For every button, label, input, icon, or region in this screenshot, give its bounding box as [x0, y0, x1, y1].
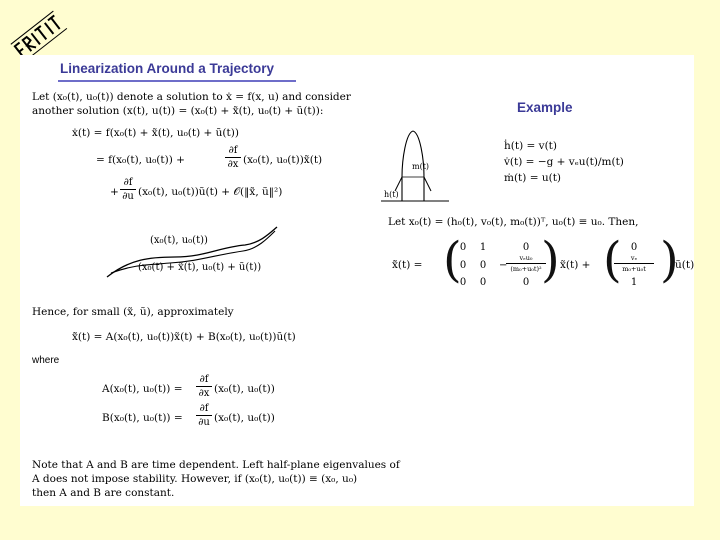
- example-eq-2: v̇(t) = −g + vₑu(t)/m(t): [504, 156, 624, 168]
- B-vector-cell: 1: [630, 277, 638, 288]
- rocket-mass-label: m(t): [412, 162, 430, 171]
- slide-panel: Linearization Around a Trajectory Let (x…: [20, 55, 694, 506]
- A-matrix-cell: 0: [479, 260, 487, 271]
- expansion-eq-2-right: (x₀(t), u₀(t))x̃(t): [243, 154, 323, 166]
- A-matrix-cell: 0: [522, 277, 530, 288]
- title-underline: [58, 80, 296, 82]
- A-matrix-cell: 0: [459, 260, 467, 271]
- A-matrix-fraction: vₑu₀ (m₀+u₀t)²: [506, 254, 546, 273]
- fraction-numerator: vₑ: [630, 254, 638, 262]
- trajectory-label-perturbed: (x₀(t) + x̃(t), u₀(t) + ũ(t)): [138, 262, 262, 273]
- expansion-eq-1: ẋ(t) = f(x₀(t) + x̃(t), u₀(t) + ũ(t)): [72, 127, 239, 139]
- fraction-denominator: ∂u: [198, 417, 210, 428]
- expansion-eq-3-right: (x₀(t), u₀(t))ũ(t) + 𝒪(‖x̃, ũ‖²): [138, 186, 283, 198]
- A-definition-right: (x₀(t), u₀(t)): [214, 383, 275, 395]
- fraction-numerator: ∂f: [199, 403, 209, 414]
- matrix-right-paren: ): [541, 232, 560, 288]
- university-logo: [10, 10, 68, 62]
- B-definition-fraction: ∂f ∂u: [196, 403, 212, 428]
- example-let-text: Let x₀(t) = (h₀(t), v₀(t), m₀(t))ᵀ, u₀(t…: [388, 216, 639, 228]
- fraction-numerator: ∂f: [228, 145, 238, 156]
- example-lhs: x̃̇(t) =: [392, 259, 423, 271]
- slide-title: Linearization Around a Trajectory: [60, 61, 275, 76]
- fraction-denominator: ∂u: [122, 191, 134, 202]
- example-eq-1: ḣ(t) = v(t): [504, 140, 557, 152]
- example-rhs: ũ(t): [675, 259, 695, 271]
- example-eq-3: ṁ(t) = u(t): [504, 172, 562, 184]
- expansion-eq-2-fraction: ∂f ∂x: [225, 145, 241, 170]
- ground-line: [395, 200, 435, 202]
- hence-text: Hence, for small (x̃, ũ), approximately: [32, 306, 234, 318]
- note-line-3: then A and B are constant.: [32, 487, 175, 499]
- fraction-denominator: ∂x: [227, 159, 239, 170]
- A-matrix-cell: 0: [479, 277, 487, 288]
- intro-line-2: another solution (x(t), u(t)) = (x₀(t) +…: [32, 105, 324, 117]
- B-definition-left: B(x₀(t), u₀(t)) =: [102, 412, 183, 424]
- expansion-eq-3-left: +: [110, 186, 119, 198]
- matrix-left-paren: (: [443, 232, 462, 288]
- vector-left-paren: (: [603, 232, 622, 288]
- A-matrix-minus-sign: −: [499, 260, 508, 271]
- where-text: where: [32, 355, 60, 366]
- trajectory-sketch: [106, 226, 278, 278]
- note-line-2: A does not impose stability. However, if…: [32, 473, 358, 485]
- fraction-denominator: m₀+u₀t: [622, 265, 646, 273]
- intro-line-1: Let (x₀(t), u₀(t)) denote a solution to …: [32, 91, 351, 103]
- example-middle-term: x̃(t) +: [560, 259, 591, 271]
- A-matrix-cell: 1: [479, 242, 487, 253]
- expansion-eq-3-fraction: ∂f ∂u: [120, 177, 136, 202]
- B-vector-fraction: vₑ m₀+u₀t: [614, 254, 654, 273]
- expansion-eq-2-left: = f(x₀(t), u₀(t)) +: [96, 154, 185, 166]
- trajectory-label-nominal: (x₀(t), u₀(t)): [150, 235, 208, 246]
- A-matrix-cell: 0: [459, 242, 467, 253]
- A-matrix-cell: 0: [522, 242, 530, 253]
- example-title: Example: [517, 100, 573, 115]
- rocket-height-label: h(t): [384, 190, 399, 199]
- fraction-numerator: ∂f: [123, 177, 133, 188]
- B-definition-right: (x₀(t), u₀(t)): [214, 412, 275, 424]
- A-matrix-cell: 0: [459, 277, 467, 288]
- fraction-denominator: ∂x: [198, 388, 210, 399]
- B-vector-cell: 0: [630, 242, 638, 253]
- note-line-1: Note that A and B are time dependent. Le…: [32, 459, 400, 471]
- fraction-numerator: ∂f: [199, 374, 209, 385]
- A-definition-left: A(x₀(t), u₀(t)) =: [102, 383, 183, 395]
- vector-right-paren: ): [660, 232, 679, 288]
- fraction-numerator: vₑu₀: [519, 254, 533, 262]
- fraction-denominator: (m₀+u₀t)²: [510, 265, 542, 273]
- linearized-equation: x̃̇(t) = A(x₀(t), u₀(t))x̃(t) + B(x₀(t),…: [72, 331, 296, 343]
- A-definition-fraction: ∂f ∂x: [196, 374, 212, 399]
